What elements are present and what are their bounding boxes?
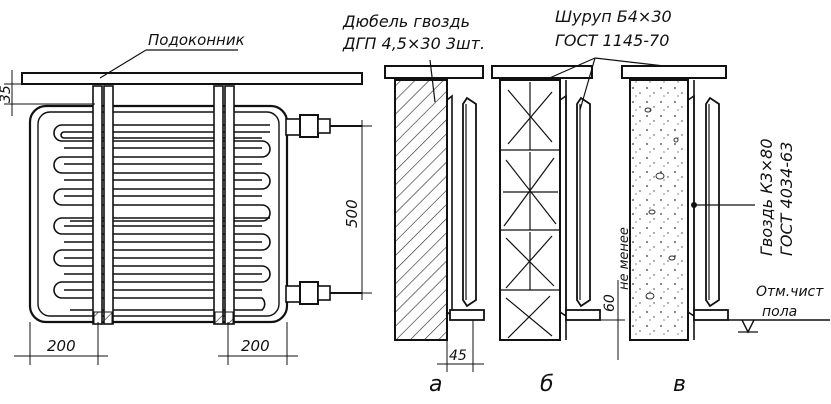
svg-text:500: 500 <box>343 199 361 228</box>
view-label-a: а <box>429 372 442 397</box>
svg-text:200: 200 <box>47 337 76 355</box>
dowel-label-line1: Дюбель гвоздь <box>342 12 470 31</box>
section-view-a: 45 а <box>384 59 485 397</box>
nail-label-line1: Гвоздь К3×80 <box>757 138 776 256</box>
not-less-label: не менее <box>617 227 632 290</box>
dimension-45: 45 <box>449 348 467 364</box>
view-label-b: б <box>540 372 554 397</box>
dimension-60: 60 <box>602 294 618 312</box>
screw-label-line1: Шуруп Б4×30 <box>555 7 672 26</box>
radiator-front-view: Подоконник 35 500 200 200 <box>0 31 372 365</box>
floor-mark-line1: Отм.чист <box>756 284 824 300</box>
dowel-label-line2: ДГП 4,5×30 3шт. <box>342 34 485 53</box>
dimension-left-200: 200 <box>14 322 108 365</box>
screw-label-line2: ГОСТ 1145-70 <box>555 31 669 50</box>
nail-label-line2: ГОСТ 4034-63 <box>777 142 796 256</box>
dimension-500: 500 <box>330 120 372 300</box>
windowsill-label: Подоконник <box>148 31 245 49</box>
floor-level-mark: Отм.чист пола <box>728 284 830 334</box>
svg-text:200: 200 <box>241 337 270 355</box>
section-view-b: 60 не менее б <box>491 57 717 397</box>
windowsill-board <box>21 72 363 85</box>
radiator-tubes-upper <box>53 124 271 222</box>
mounting-strip-left <box>92 85 114 325</box>
radiator-tubes-lower <box>53 217 271 311</box>
dimension-35: 35 <box>0 70 95 116</box>
dimension-right-200: 200 <box>218 322 298 365</box>
view-label-v: в <box>673 372 686 397</box>
svg-text:35: 35 <box>0 85 14 103</box>
section-view-v: в <box>621 65 755 397</box>
floor-mark-line2: пола <box>762 304 797 320</box>
mounting-strip-right <box>213 85 235 325</box>
